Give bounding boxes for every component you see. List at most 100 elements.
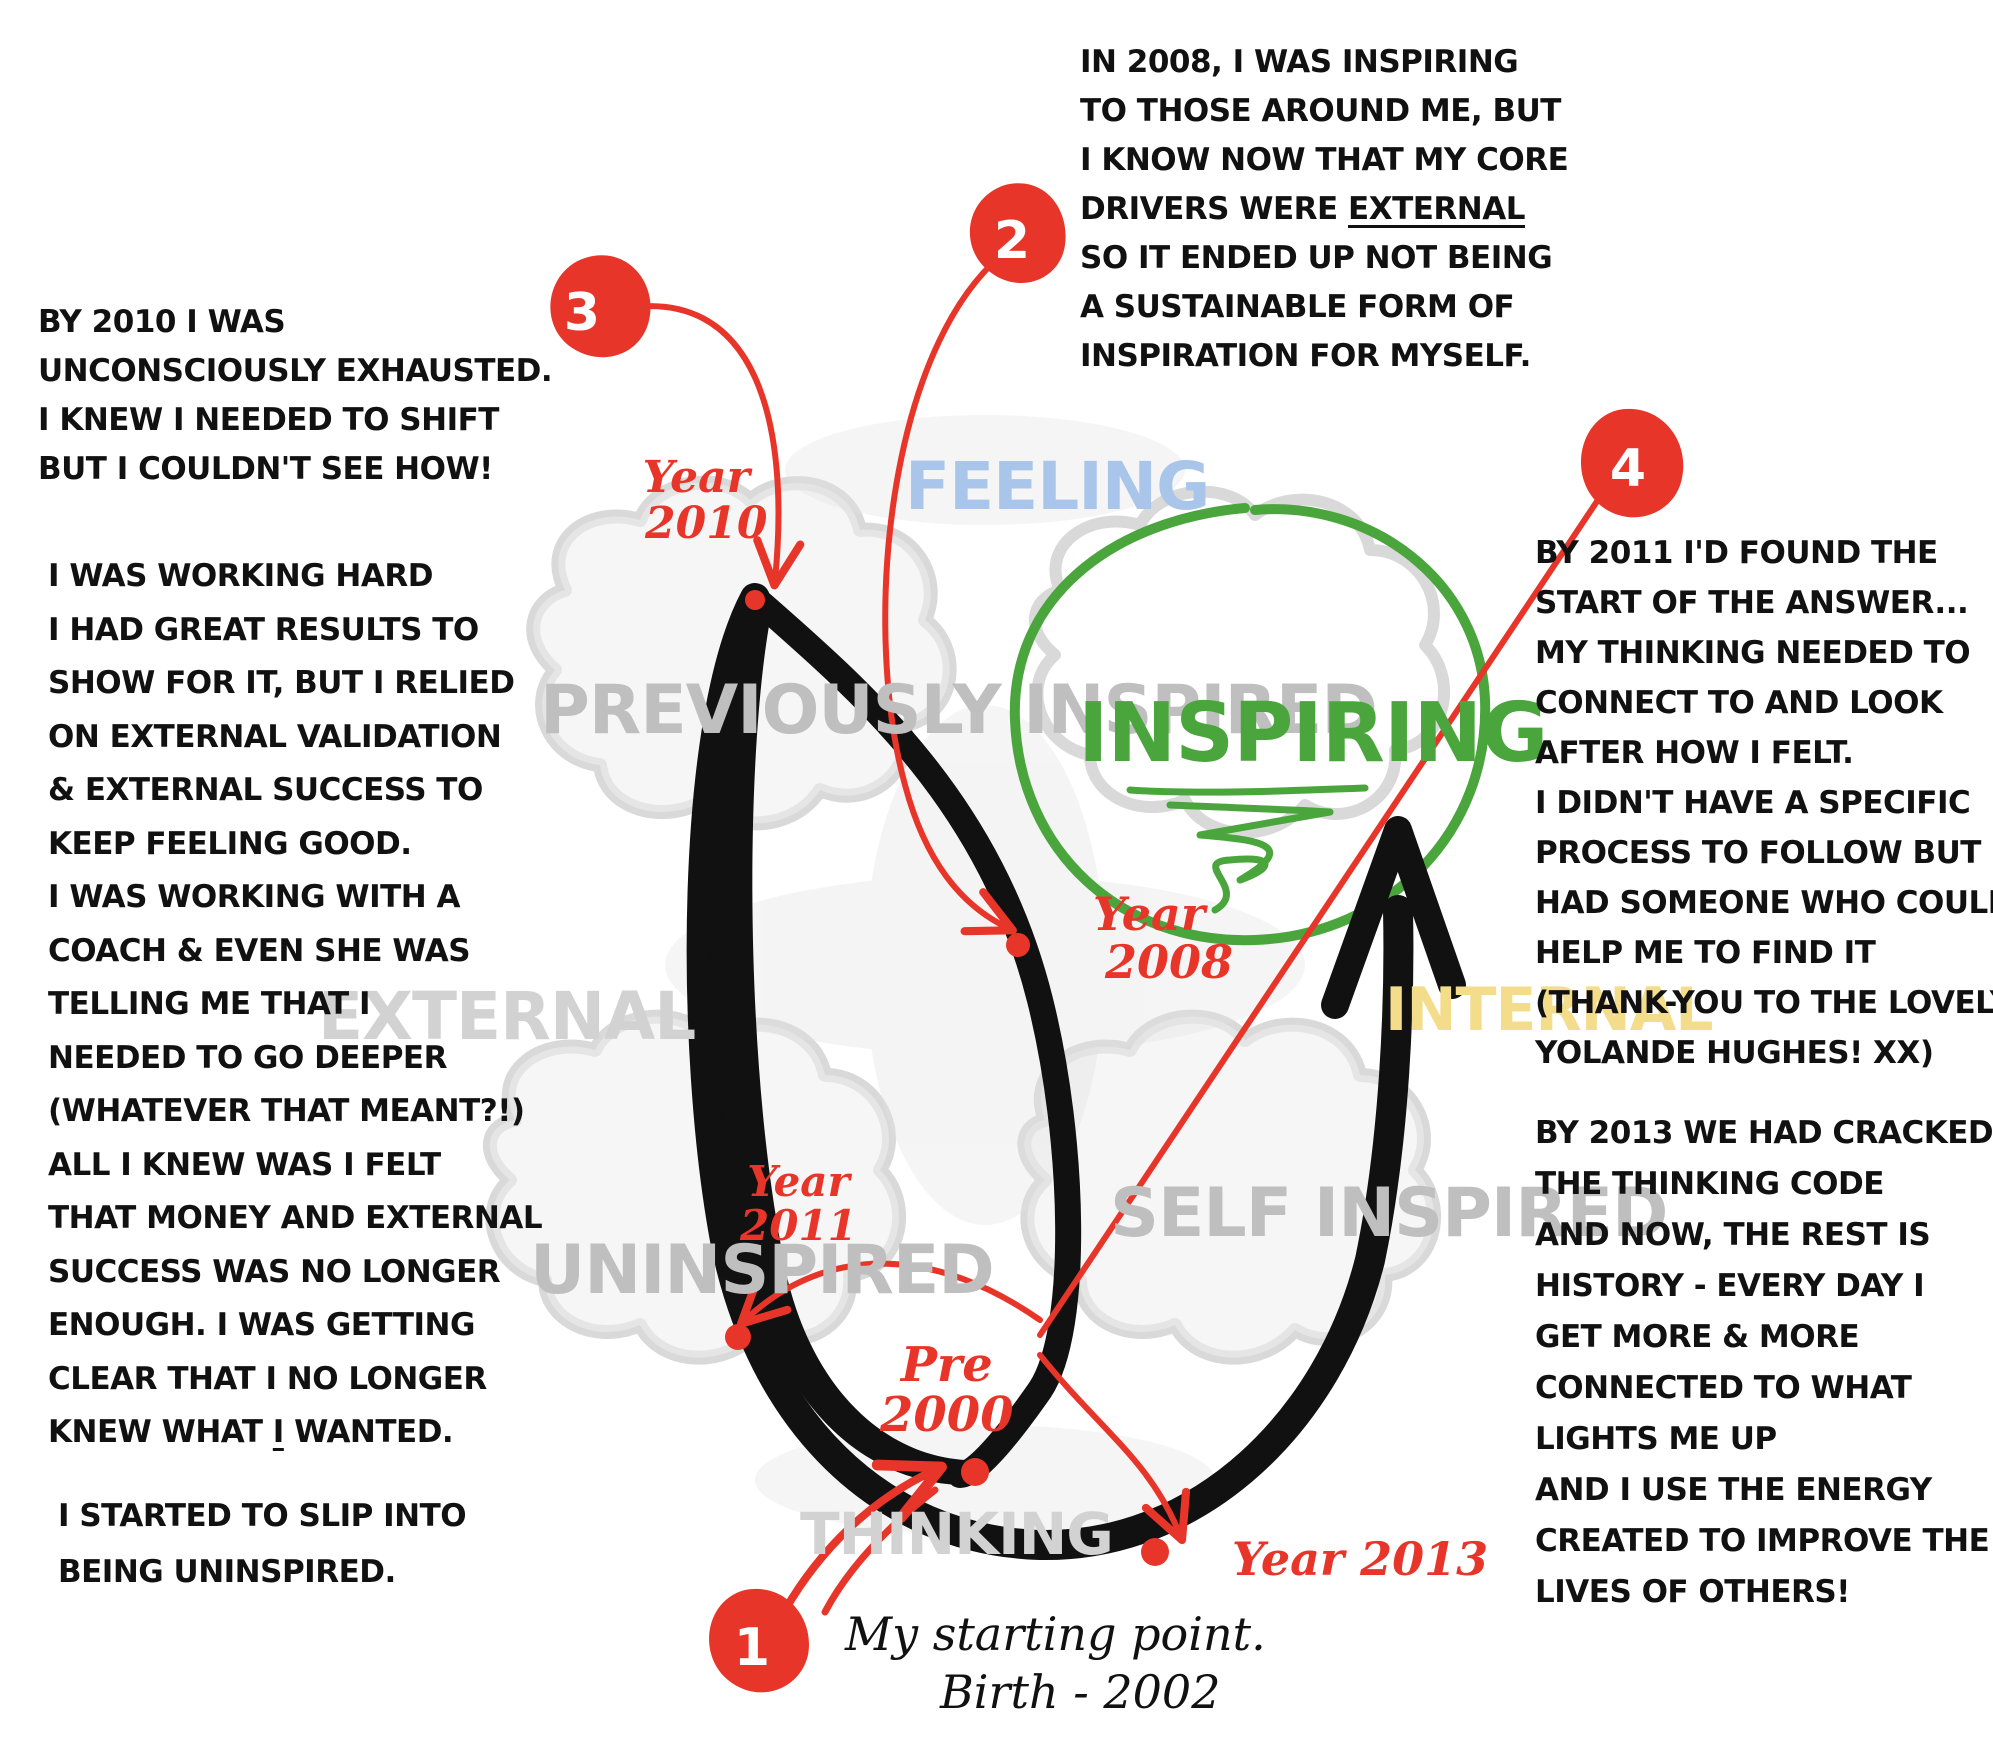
journey-outer-stroke [686, 583, 1414, 1561]
note-2010-line: I knew I needed to shift [38, 402, 499, 438]
note-slip: I started to slip into being uninspired. [58, 1488, 467, 1600]
dot-2011 [725, 1324, 751, 1350]
note-2008-underlined-word: external [1348, 191, 1525, 227]
year-label-2008-word: Year [1092, 887, 1206, 941]
note-slip-line: I started to slip into [58, 1498, 467, 1534]
journey-inner-stroke [742, 585, 1082, 1488]
quadrant-label-self-inspired: SELF INSPIRED [1110, 1175, 1668, 1253]
quadrant-label-uninspired: UNINSPIRED [530, 1231, 995, 1310]
note-working-line: telling me that I [48, 986, 371, 1022]
marker-1-number: 1 [734, 1618, 770, 1678]
note-2011-line: process to follow but I [1535, 835, 1993, 871]
note-working-line: coach & even she was [48, 932, 471, 969]
red-arrows [612, 242, 1641, 1616]
note-2013-line: and now, the rest is [1535, 1217, 1931, 1253]
axis-label-feeling: FEELING [905, 448, 1210, 525]
marker-4-number: 4 [1610, 439, 1646, 499]
year-label-pre-word: Pre [900, 1337, 993, 1393]
note-working-line: clear that I no longer [48, 1360, 487, 1397]
year-label-2010-number: 2010 [645, 498, 768, 550]
axis-label-internal: INTERNAL [1385, 975, 1714, 1045]
marker-3-number: 3 [564, 283, 600, 343]
year-label-pre-number: 2000 [880, 1387, 1014, 1444]
arrow-2-to-2008 [882, 242, 1018, 936]
note-2013-line: lives of others! [1535, 1574, 1850, 1610]
starting-point-dates: Birth - 2002 [940, 1665, 1221, 1719]
note-working-line: enough. I was getting [48, 1307, 475, 1343]
note-2013-line: and I use the energy [1535, 1472, 1932, 1508]
note-2008-line: to those around me, but [1080, 93, 1561, 129]
note-2011-line: My thinking needed to [1535, 635, 1971, 671]
year-label-2011: Year 2011 [740, 1157, 857, 1251]
note-working-line: (whatever that meant?!) [48, 1093, 525, 1129]
note-working-line: show for it, but I relied [48, 665, 515, 701]
cloud-inspiring [1028, 485, 1451, 839]
marker-2: 2 [969, 183, 1066, 284]
marker-1: 1 [709, 1588, 810, 1693]
note-2008-line: so it ended up not being [1080, 240, 1553, 276]
note-working-line: success was no longer [48, 1253, 501, 1290]
note-working-line: I was working hard [48, 558, 433, 594]
note-working-text: wanted. [283, 1414, 454, 1450]
dot-pre-2000 [961, 1458, 989, 1486]
note-working-line: needed to go deeper [48, 1039, 447, 1076]
note-2011-line: had someone who could [1535, 885, 1993, 921]
starting-point-caption: My starting point. Birth - 2002 [845, 1605, 1266, 1721]
dot-2010 [745, 590, 765, 610]
cloud-uninspired-fill [489, 1016, 900, 1358]
note-working-text: knew what [48, 1414, 273, 1450]
marker-badges: 3 2 4 1 [550, 183, 1684, 1693]
note-2008-line: drivers were external [1080, 185, 1568, 234]
inspiring-circle [1009, 503, 1491, 946]
note-2013-line: By 2013 we had cracked [1535, 1115, 1993, 1151]
year-label-2011-word: Year [747, 1157, 850, 1206]
note-2011-line: help me to find it [1535, 935, 1876, 971]
note-working-line: I had great results to [48, 611, 479, 648]
note-2010-line: but I couldn't see how! [38, 451, 493, 487]
note-working-line: that money and external [48, 1200, 543, 1236]
note-2008-line: In 2008, I was inspiring [1080, 44, 1519, 80]
note-2010: By 2010 I was unconsciously exhausted. I… [38, 298, 553, 494]
note-2010-line: By 2010 I was [38, 304, 286, 340]
note-2011-line: start of the answer... [1535, 585, 1969, 621]
note-2013-line: connected to what [1535, 1370, 1912, 1406]
note-2013-line: history - every day I [1535, 1268, 1925, 1304]
starting-point-line: My starting point. [845, 1607, 1266, 1661]
marker-3: 3 [550, 255, 651, 358]
note-2013-line: the thinking code [1535, 1166, 1884, 1202]
dot-2008 [1006, 933, 1030, 957]
journey-arrowhead [1321, 816, 1466, 1019]
arrow-1-start-b [821, 1486, 939, 1616]
note-2013: By 2013 we had cracked the thinking code… [1535, 1108, 1993, 1618]
note-2011-line: By 2011 I'd found the [1535, 535, 1938, 571]
dot-2013 [1141, 1538, 1169, 1566]
note-2013-line: created to improve the [1535, 1523, 1990, 1559]
note-working-underlined-word: I [272, 1414, 285, 1450]
note-working-line: on external validation [48, 718, 502, 755]
quadrant-label-previously: PREVIOUSLY [540, 671, 1002, 750]
journey-tail-fill [711, 598, 965, 1485]
note-2008-line: a sustainable form of [1080, 289, 1515, 325]
year-label-2011-number: 2011 [740, 1201, 857, 1251]
year-dots [725, 590, 1169, 1566]
note-2010-line: unconsciously exhausted. [38, 353, 553, 389]
arrow-2011 [737, 1260, 1043, 1328]
note-working-line: All I knew was I felt [48, 1146, 441, 1183]
note-slip-line: being uninspired. [58, 1554, 396, 1590]
quadrant-label-inspired: INSPIRED [1023, 671, 1378, 750]
note-2011: By 2011 I'd found the start of the answe… [1535, 528, 1993, 1078]
axis-label-external: EXTERNAL [318, 978, 696, 1055]
note-2011-line: Yolande Hughes! xx) [1535, 1035, 1934, 1071]
note-2008-line: inspiration for myself. [1080, 338, 1531, 374]
quadrant-label-previously-inspired: PREVIOUSLY INSPIRED [540, 671, 1378, 750]
journey-path [686, 583, 1466, 1561]
arrow-3-to-2010 [612, 303, 805, 590]
quadrant-label-self: SELF [1110, 1174, 1292, 1253]
marker-2-number: 2 [994, 211, 1030, 271]
note-2008: In 2008, I was inspiring to those around… [1080, 38, 1569, 381]
note-2011-line: (thank-you to the lovely [1535, 985, 1993, 1021]
note-2008-line: I know now that my core [1080, 142, 1569, 178]
note-2011-line: connect to and look [1535, 685, 1943, 721]
year-label-2010-word: Year [642, 452, 750, 503]
